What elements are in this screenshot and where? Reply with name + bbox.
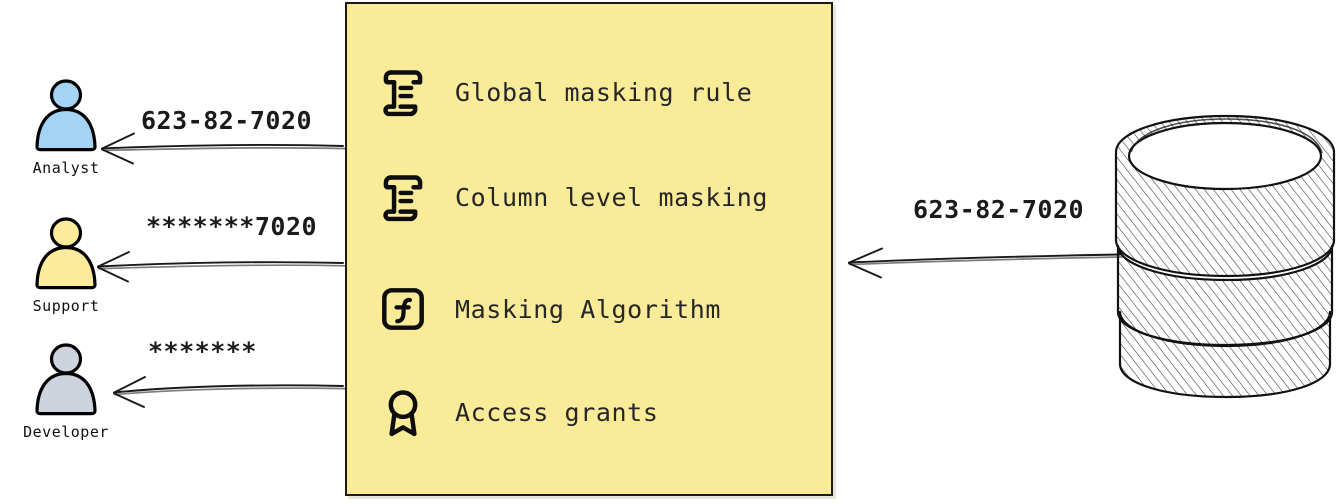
award-ribbon-icon	[388, 390, 418, 437]
arrow-policy-to-support	[97, 251, 346, 283]
scroll-icon	[383, 70, 423, 117]
policy-item-global-masking-rule[interactable]: Global masking rule	[377, 64, 752, 120]
arrow-label-analyst: 623-82-7020	[141, 106, 313, 135]
arrow-label-support: *******7020	[146, 212, 318, 241]
policy-item-label: Masking Algorithm	[455, 294, 722, 324]
actor-developer[interactable]: Developer	[6, 342, 126, 441]
arrow-label-developer: *******	[148, 337, 257, 366]
function-box-icon	[382, 288, 424, 330]
actor-support[interactable]: Support	[6, 216, 126, 315]
actor-label: Support	[32, 297, 100, 315]
scroll-icon	[383, 175, 423, 222]
policy-item-masking-algorithm[interactable]: Masking Algorithm	[377, 281, 721, 337]
person-icon	[35, 343, 97, 416]
actor-analyst[interactable]: Analyst	[6, 78, 126, 177]
actor-label: Developer	[23, 423, 109, 441]
arrow-policy-to-analyst	[101, 132, 346, 165]
policy-item-access-grants[interactable]: Access grants	[377, 384, 658, 440]
arrow-policy-to-developer	[113, 376, 346, 408]
policy-item-label: Column level masking	[455, 182, 769, 212]
policy-item-column-level-masking[interactable]: Column level masking	[377, 169, 768, 225]
policy-box: Global masking rule Column level masking…	[345, 2, 833, 496]
policy-item-label: Global masking rule	[455, 77, 753, 107]
person-icon	[35, 217, 97, 290]
arrow-label-database: 623-82-7020	[913, 195, 1085, 224]
person-icon	[35, 79, 97, 152]
policy-item-label: Access grants	[455, 397, 659, 427]
arrow-database-to-policy	[848, 247, 1123, 279]
actor-label: Analyst	[32, 159, 100, 177]
database-cylinder-icon[interactable]	[1108, 112, 1340, 400]
